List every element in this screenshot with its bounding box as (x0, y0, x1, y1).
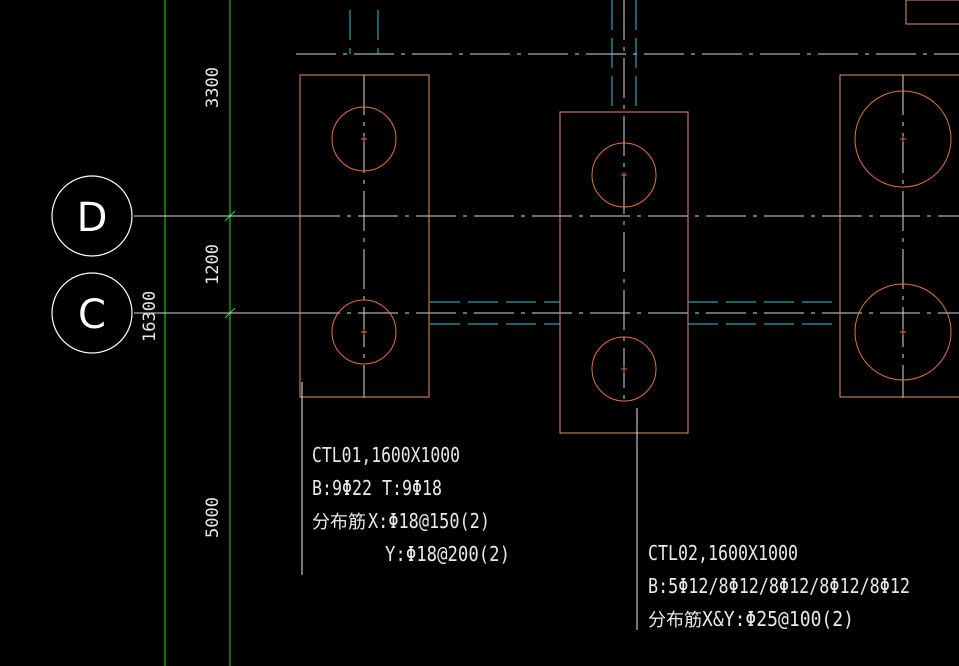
partial-cap-top (905, 0, 959, 25)
axis-bubble-c: C (51, 272, 133, 354)
grid-axis-lines (134, 0, 959, 405)
pile (854, 283, 952, 381)
cap-rebar-main: B:9Φ22 T:9Φ18 (312, 476, 442, 500)
axis-bubble-d: D (51, 175, 133, 257)
dimension-1200: 1200 (203, 244, 223, 285)
dist-label: 分布筋 (648, 610, 702, 631)
dist-label: 分布筋 (312, 512, 366, 533)
cap-rebar-main: B:5Φ12/8Φ12/8Φ12/8Φ12/8Φ12 (648, 574, 910, 598)
pile-cap-ctl02 (559, 111, 689, 434)
dimension-5000: 5000 (203, 497, 223, 538)
pile-cap-right (839, 74, 959, 398)
pile (331, 299, 397, 365)
pile-cap-ctl01 (299, 74, 430, 398)
cap-dist-y: Y:Φ18@200(2) (385, 542, 510, 566)
axis-label-d: D (77, 195, 108, 241)
pile (591, 336, 657, 402)
pile (591, 142, 657, 208)
dimension-3300: 3300 (203, 67, 223, 108)
cap-dist-xy: X&Y:Φ25@100(2) (702, 607, 854, 631)
annotation-ctl02: CTL02,1600X1000 B:5Φ12/8Φ12/8Φ12/8Φ12/8Φ… (648, 541, 910, 631)
axis-label-c: C (78, 292, 106, 338)
cap-name: CTL01,1600X1000 (312, 443, 460, 467)
cap-name: CTL02,1600X1000 (648, 541, 798, 565)
pile (854, 90, 952, 188)
dimension-16300: 16300 (140, 291, 160, 342)
pile (331, 106, 397, 172)
beam-lines (349, 0, 840, 325)
cap-dist-x: X:Φ18@150(2) (368, 509, 490, 533)
annotation-ctl01: CTL01,1600X1000 B:9Φ22 T:9Φ18 分布筋 X:Φ18@… (312, 443, 510, 566)
